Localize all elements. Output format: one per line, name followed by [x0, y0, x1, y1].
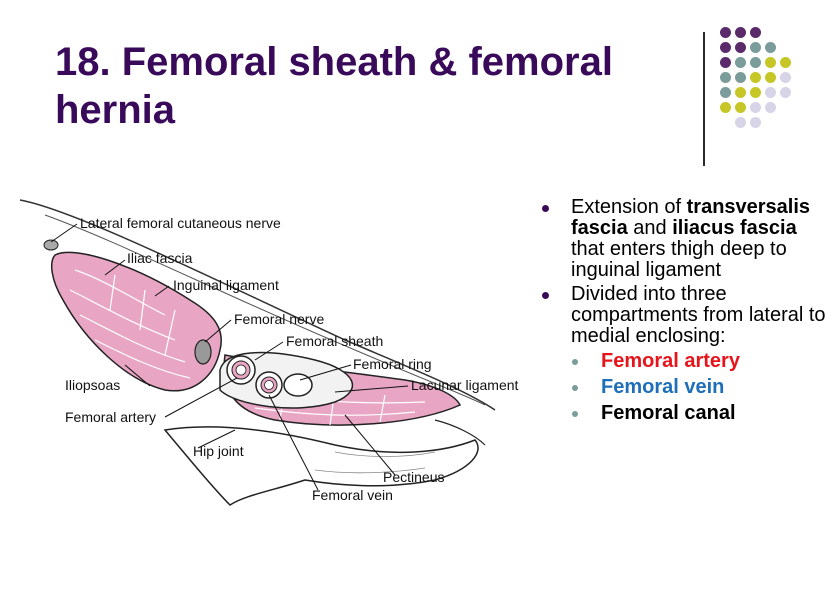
label-iliac-fascia: Iliac fascia — [127, 250, 193, 266]
decorative-dot — [780, 57, 791, 68]
decorative-dot — [765, 72, 776, 83]
label-inguinal-ligament: Inguinal ligament — [173, 277, 279, 293]
femoral-sheath-diagram: Lateral femoral cutaneous nerve Iliac fa… — [19, 199, 519, 506]
sub-bullet-marker — [572, 411, 578, 417]
bullet-marker — [542, 292, 549, 299]
decorative-dot — [735, 27, 746, 38]
label-femoral-nerve: Femoral nerve — [234, 311, 324, 327]
label-hip-joint: Hip joint — [193, 443, 244, 459]
decorative-dot — [735, 102, 746, 113]
decorative-dot — [765, 87, 776, 98]
decorative-dot — [735, 117, 746, 128]
decorative-dot — [720, 42, 731, 53]
label-femoral-sheath: Femoral sheath — [286, 333, 383, 349]
outer-fascia-line-2 — [44, 214, 486, 406]
decorative-dot — [765, 57, 776, 68]
sub-bullet-femoral-canal: Femoral canal — [542, 403, 827, 425]
decorative-dot — [720, 57, 731, 68]
outer-fascia-line — [19, 199, 496, 411]
muscle-fibre-texture — [69, 269, 191, 379]
decorative-dot — [750, 27, 761, 38]
decorative-dot — [765, 102, 776, 113]
decorative-dot — [750, 57, 761, 68]
term-transversalis-fascia: transversalis fascia — [571, 196, 811, 239]
decorative-dot — [750, 72, 761, 83]
decorative-dot-grid — [720, 27, 820, 157]
decorative-dot — [750, 102, 761, 113]
slide-title: 18. Femoral sheath & femoral hernia — [55, 40, 613, 132]
term-iliacus-fascia: iliacus fascia — [672, 217, 797, 239]
label-iliopsoas: Iliopsoas — [65, 377, 120, 393]
decorative-dot — [720, 72, 731, 83]
decorative-dot — [735, 72, 746, 83]
decorative-dot — [780, 87, 791, 98]
bullet-item: Extension of transversalis fascia and il… — [542, 197, 827, 281]
decorative-dot — [750, 87, 761, 98]
decorative-dot — [720, 87, 731, 98]
sub-bullet-marker — [572, 359, 578, 365]
sub-bullet-femoral-vein: Femoral vein — [542, 377, 827, 399]
label-femoral-artery: Femoral artery — [65, 409, 156, 425]
sub-bullet-femoral-artery: Femoral artery — [542, 351, 827, 373]
label-pectineus: Pectineus — [383, 469, 444, 485]
bullet-list: Extension of transversalis fascia and il… — [542, 197, 827, 425]
decorative-divider — [703, 32, 705, 166]
femoral-nerve-shape — [194, 339, 212, 365]
decorative-dot — [780, 72, 791, 83]
iliopsoas-shape — [50, 251, 222, 392]
femoral-canal-shape — [283, 373, 313, 397]
label-lacunar-ligament: Lacunar ligament — [411, 377, 519, 393]
decorative-dot — [735, 57, 746, 68]
label-lateral-femoral-cutaneous-nerve: Lateral femoral cutaneous nerve — [80, 215, 281, 231]
sub-bullet-marker — [572, 385, 578, 391]
decorative-dot — [750, 117, 761, 128]
decorative-dot — [720, 102, 731, 113]
decorative-dot — [765, 42, 776, 53]
lateral-femoral-cutaneous-nerve-shape — [43, 239, 59, 251]
bullet-marker — [542, 205, 549, 212]
label-femoral-vein: Femoral vein — [312, 487, 393, 503]
decorative-dot — [735, 42, 746, 53]
leader-lines — [50, 223, 409, 491]
label-femoral-ring: Femoral ring — [353, 356, 432, 372]
decorative-dot — [750, 42, 761, 53]
decorative-dot — [735, 87, 746, 98]
bullet-item: Divided into three compartments from lat… — [542, 284, 827, 347]
decorative-dot — [720, 27, 731, 38]
hip-joint-shape — [163, 426, 479, 506]
